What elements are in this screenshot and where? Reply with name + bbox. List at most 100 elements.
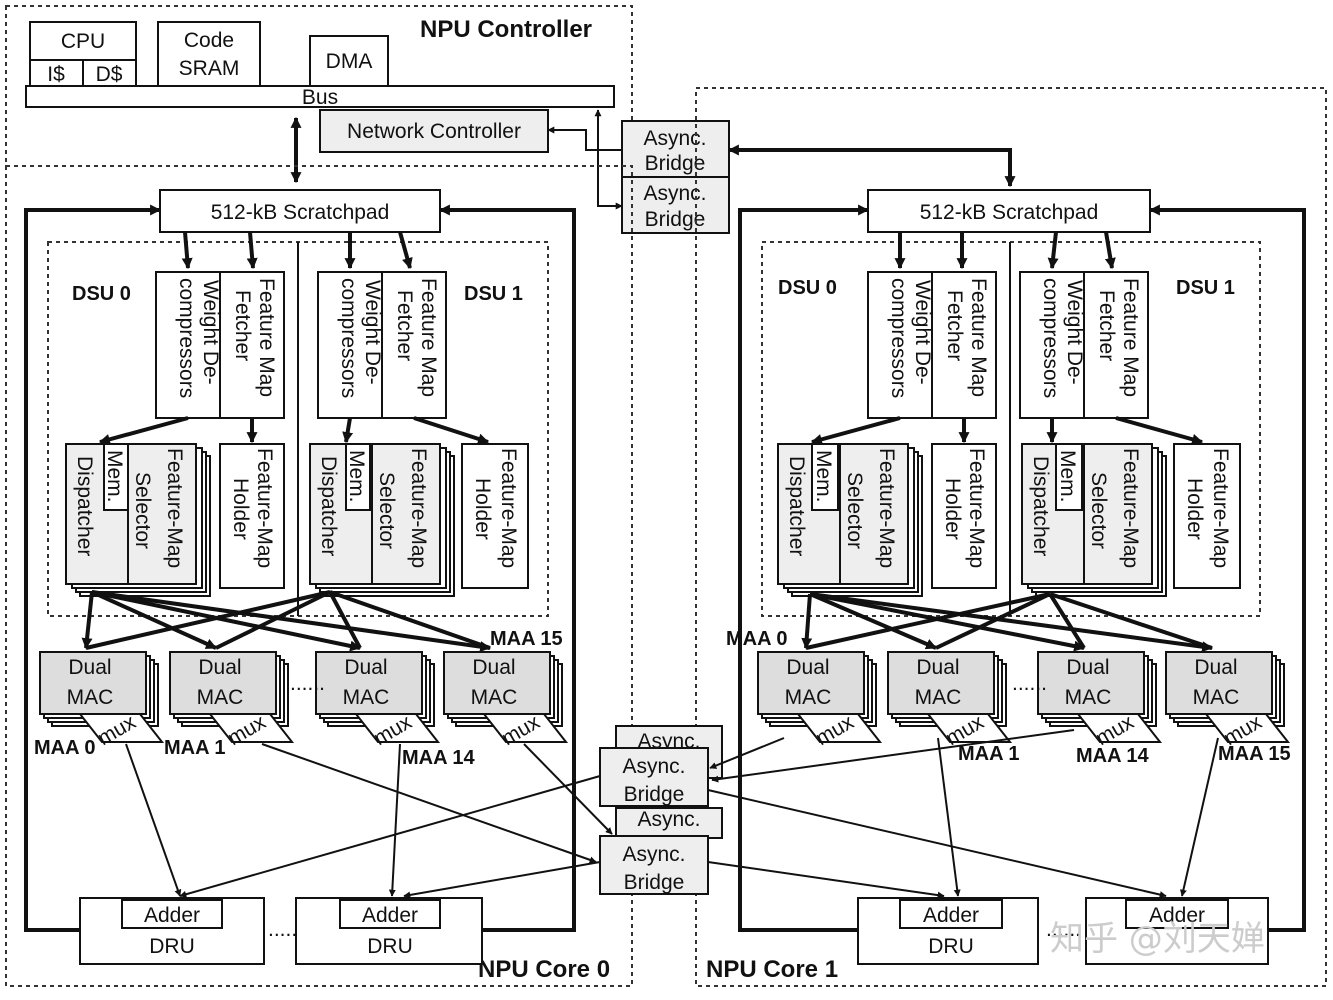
dual-mac-label-2: MAC <box>785 686 832 709</box>
holder-label-1: Feature-Map <box>497 448 520 568</box>
weight-decompressors-box <box>317 271 383 419</box>
holder-box <box>931 443 997 589</box>
dual-mac-label-2: MAC <box>915 686 962 709</box>
weight-label-1: Weight De- <box>1063 280 1086 385</box>
arrow <box>707 861 945 899</box>
mux-shape <box>481 713 569 743</box>
async-bridge-label-1: Async. <box>622 755 685 778</box>
feature-map-holder: Feature-Map Holder <box>461 443 529 589</box>
dsu-1: DSU 1 Weight De- compressors Feature Map… <box>309 271 529 597</box>
async-bridge-label-2: Bridge <box>624 871 685 894</box>
dru-0: Adder DRU <box>79 897 265 965</box>
async-bridge-shadow-label: Async. <box>637 808 700 831</box>
dual-mac-box <box>169 651 277 715</box>
dual-mac-box <box>757 651 865 715</box>
weight-label-1: Weight De- <box>361 280 384 385</box>
dsu-label: DSU 1 <box>464 283 523 305</box>
npu-controller: NPU Controller CPU I$ D$ Code SRAM DMA B… <box>5 5 633 167</box>
arrow <box>181 231 193 270</box>
feature-map-holder: Feature-Map Holder <box>219 443 285 589</box>
dsu-label: DSU 0 <box>778 277 837 299</box>
holder-box <box>1173 443 1241 589</box>
arrow <box>398 231 413 270</box>
arrow <box>403 861 601 899</box>
cpu-block: CPU I$ D$ <box>29 21 137 87</box>
maa-ellipsis: ...... <box>290 672 325 695</box>
bus-bridge2-link <box>597 150 623 210</box>
holder-label-1: Feature-Map <box>1209 448 1232 568</box>
dual-mac-box <box>1037 651 1145 715</box>
dual-mac-box <box>315 651 423 715</box>
npu-core-0-region <box>5 165 633 987</box>
mem-box <box>811 443 839 511</box>
fetcher-label-2: Fetcher <box>393 290 416 361</box>
arrow <box>246 231 258 270</box>
async-bridge-shadow <box>615 807 723 839</box>
adder-box <box>1125 899 1229 929</box>
arrow <box>709 737 785 769</box>
scratchpad-label: 512-kB Scratchpad <box>211 201 390 224</box>
mem-box <box>1055 443 1083 511</box>
arrow <box>1104 231 1116 270</box>
cpu-label: CPU <box>61 30 105 53</box>
arrow <box>809 592 1086 652</box>
feature-map-holder: Feature-Map Holder <box>931 443 997 589</box>
dru-0: Adder DRU <box>857 897 1039 965</box>
dispatcher-label: Dispatcher <box>73 456 96 556</box>
dsu-0: DSU 0 Weight De- compressors Feature Map… <box>65 271 285 597</box>
adder-label: Adder <box>144 904 200 927</box>
selector-box <box>839 443 909 585</box>
dsu-label: DSU 1 <box>1176 277 1235 299</box>
arrow <box>805 592 1051 650</box>
arrow <box>125 743 182 897</box>
arrow <box>1047 231 1059 270</box>
dma-label: DMA <box>326 50 373 73</box>
core1-feedback-right <box>1148 204 1306 932</box>
dispatcher-label: Dispatcher <box>1029 456 1052 556</box>
dru-label: DRU <box>928 935 974 958</box>
npu-core-1-title: NPU Core 1 <box>706 956 838 983</box>
mux-shape <box>1075 713 1163 743</box>
bus-label: Bus <box>302 86 338 109</box>
dispatcher-label: Dispatcher <box>317 456 340 556</box>
dual-mac-label-2: MAC <box>471 686 518 709</box>
dru-ellipsis: ...... <box>1046 918 1081 941</box>
netctl-bridge-link <box>547 126 622 151</box>
maa-label: MAA 14 <box>1076 745 1149 767</box>
holder-box <box>219 443 285 589</box>
dcache-label: D$ <box>96 63 123 86</box>
dual-mac-label-1: Dual <box>472 656 515 679</box>
controller-connectors <box>290 109 1016 210</box>
code-sram-label-2: SRAM <box>179 57 240 80</box>
dru-label: DRU <box>149 935 195 958</box>
selector-label-2: Selector <box>375 472 398 549</box>
arrow <box>98 416 189 445</box>
fetcher-label-1: Feature Map <box>1119 278 1142 397</box>
maa-label: MAA 1 <box>958 743 1019 765</box>
scratchpad-box <box>159 189 441 233</box>
arrow <box>342 417 354 444</box>
selector-box <box>371 443 441 585</box>
async-bridge-label-1: Async. <box>643 127 706 150</box>
mem-label: Mem. <box>1056 450 1079 503</box>
fetcher-label-1: Feature Map <box>255 278 278 397</box>
arrow <box>801 593 813 650</box>
dispatcher-stack: Dispatcher Mem. Feature-Map Selector <box>309 443 455 597</box>
selector-label-1: Feature-Map <box>1119 448 1142 568</box>
network-controller-label: Network Controller <box>347 120 521 143</box>
dru-label: DRU <box>367 935 413 958</box>
dual-mac-label-2: MAC <box>1193 686 1240 709</box>
weight-label-2: compressors <box>1039 278 1062 398</box>
dual-mac-label-1: Dual <box>344 656 387 679</box>
arrow <box>91 590 492 653</box>
async-bridge-mid-2: Async. Async. Bridge <box>599 807 723 895</box>
mem-label: Mem. <box>345 450 368 503</box>
code-sram-label-1: Code <box>184 29 234 52</box>
adder-box <box>339 899 441 929</box>
selector-label-1: Feature-Map <box>407 448 430 568</box>
fetcher-box <box>931 271 997 419</box>
bus-box <box>25 85 615 108</box>
